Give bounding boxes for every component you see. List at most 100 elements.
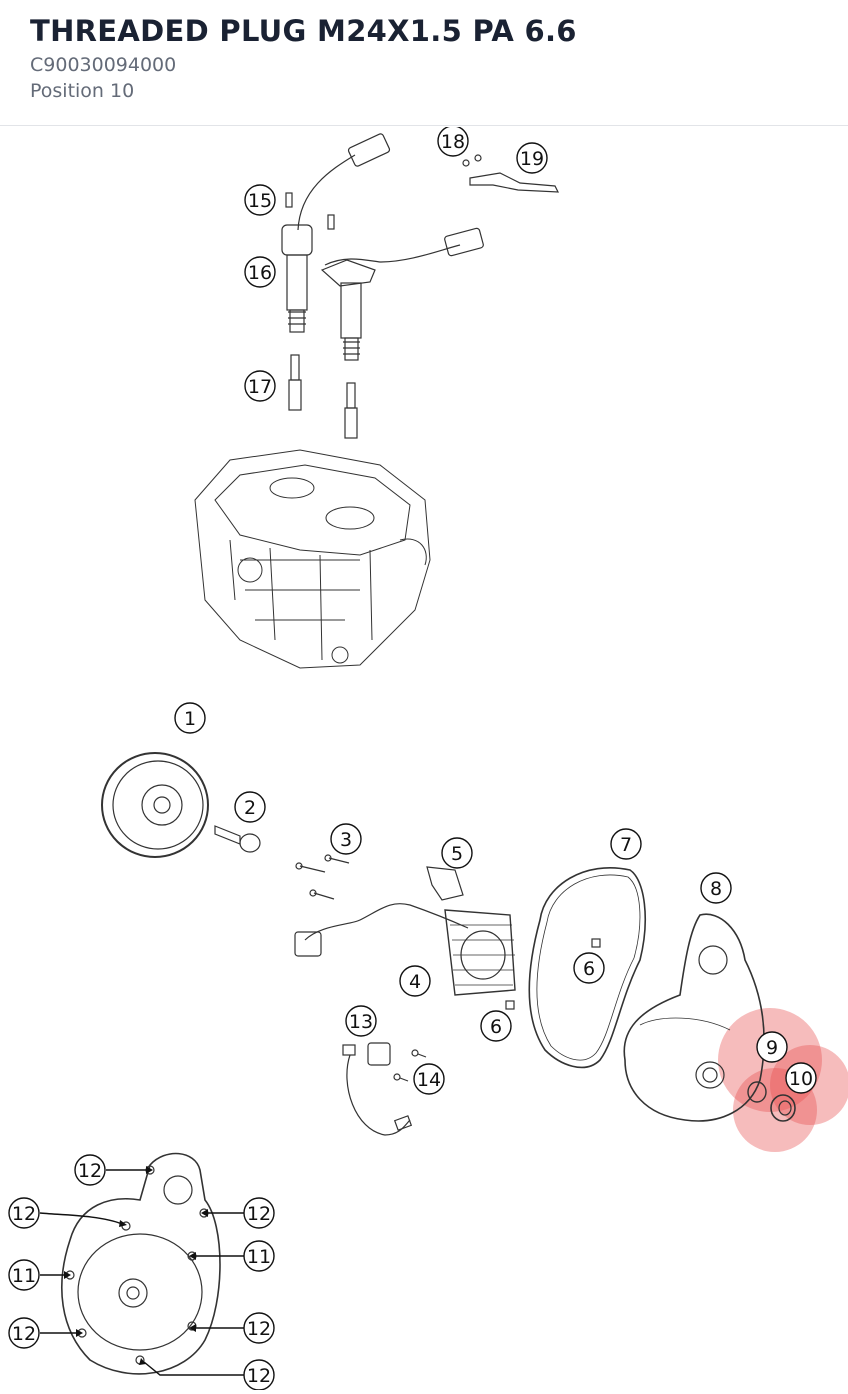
callout-label: 14: [417, 1069, 441, 1091]
callout-c1[interactable]: 1: [174, 702, 206, 734]
part-header: THREADED PLUG M24X1.5 PA 6.6 C9003009400…: [0, 0, 848, 126]
cover-fastener-view: [61, 1152, 221, 1375]
stator-bracket: [426, 866, 464, 901]
flywheel-bolt: [214, 825, 261, 853]
callout-label: 16: [248, 262, 272, 284]
callout-label: 3: [340, 829, 352, 851]
callout-c17[interactable]: 17: [244, 370, 276, 402]
callout-circle: [610, 828, 642, 860]
callout-label: 12: [247, 1203, 271, 1225]
part-title: THREADED PLUG M24X1.5 PA 6.6: [30, 14, 577, 48]
callout-c3[interactable]: 3: [330, 823, 362, 855]
callout-c14[interactable]: 14: [413, 1063, 445, 1095]
callout-label: 12: [78, 1160, 102, 1182]
callout-label: 1: [184, 708, 196, 730]
engine-block: [194, 449, 431, 669]
ignition-coil-group: [281, 133, 559, 439]
callout-circle: [243, 1240, 275, 1272]
o-ring: [747, 1081, 767, 1103]
stator: [294, 903, 516, 996]
callout-label: 7: [620, 834, 632, 856]
diagram-canvas: 1516171819123578646131491012121211111212…: [8, 125, 848, 1391]
callout-label: 10: [789, 1068, 813, 1090]
callout-c2[interactable]: 2: [234, 791, 266, 823]
callout-label: 12: [12, 1323, 36, 1345]
callout-c16[interactable]: 16: [244, 256, 276, 288]
part-number: C90030094000: [30, 54, 177, 76]
callout-c8[interactable]: 8: [700, 872, 732, 904]
leader-arrows: [64, 1166, 208, 1365]
callout-label: 13: [349, 1011, 373, 1033]
callout-label: 15: [248, 190, 272, 212]
callout-label: 8: [710, 878, 722, 900]
callout-c13[interactable]: 13: [345, 1005, 377, 1037]
callout-circle: [74, 1154, 106, 1186]
callout-circle: [330, 823, 362, 855]
callout-circle: [174, 702, 206, 734]
callout-c12c[interactable]: 12: [243, 1197, 275, 1229]
callout-circle: [234, 791, 266, 823]
callout-c6b[interactable]: 6: [480, 1010, 512, 1042]
leader-lines: [39, 1169, 244, 1376]
callout-circle: [756, 1031, 788, 1063]
callout-c18[interactable]: 18: [437, 125, 469, 157]
callout-circle: [573, 952, 605, 984]
part-position: Position 10: [30, 80, 135, 102]
callout-circle: [413, 1063, 445, 1095]
callout-circle: [700, 872, 732, 904]
crank-sensor: [342, 1042, 427, 1136]
callout-label: 12: [247, 1365, 271, 1387]
threaded-plug: [770, 1094, 796, 1122]
callout-c19[interactable]: 19: [516, 142, 548, 174]
stator-bolts: [295, 854, 350, 900]
callout-circle: [480, 1010, 512, 1042]
callout-c12f[interactable]: 12: [243, 1359, 275, 1391]
callout-circle: [243, 1312, 275, 1344]
dowel-pins: [505, 938, 601, 1010]
callout-label: 19: [520, 148, 544, 170]
callout-c12e[interactable]: 12: [243, 1312, 275, 1344]
callout-circle: [399, 965, 431, 997]
callout-circle: [243, 1197, 275, 1229]
callout-circle: [8, 1259, 40, 1291]
callout-label: 11: [12, 1265, 36, 1287]
callout-c7[interactable]: 7: [610, 828, 642, 860]
callout-label: 5: [451, 843, 463, 865]
callout-c12b[interactable]: 12: [8, 1197, 40, 1229]
callout-c5[interactable]: 5: [441, 837, 473, 869]
callout-label: 4: [409, 971, 421, 993]
callout-circle: [8, 1317, 40, 1349]
callout-circle: [244, 256, 276, 288]
callout-label: 9: [766, 1037, 778, 1059]
flywheel: [101, 752, 209, 858]
callout-c6a[interactable]: 6: [573, 952, 605, 984]
callout-label: 6: [490, 1016, 502, 1038]
callout-label: 12: [12, 1203, 36, 1225]
callout-label: 2: [244, 797, 256, 819]
callout-label: 17: [248, 376, 272, 398]
callout-circle: [785, 1062, 817, 1094]
callout-circle: [516, 142, 548, 174]
callout-circle: [244, 184, 276, 216]
callout-c15[interactable]: 15: [244, 184, 276, 216]
callout-c11a[interactable]: 11: [8, 1259, 40, 1291]
callout-label: 11: [247, 1246, 271, 1268]
cover-gasket: [528, 867, 646, 1069]
callout-c10[interactable]: 10: [785, 1062, 817, 1094]
callout-circle: [244, 370, 276, 402]
callout-circle: [345, 1005, 377, 1037]
callout-c11b[interactable]: 11: [243, 1240, 275, 1272]
callout-circle: [441, 837, 473, 869]
selected-part-highlight: [718, 1008, 848, 1152]
ignition-cover: [623, 913, 765, 1122]
callout-label: 18: [441, 131, 465, 153]
callout-label: 6: [583, 958, 595, 980]
callout-label: 12: [247, 1318, 271, 1340]
callout-c4[interactable]: 4: [399, 965, 431, 997]
callout-c12a[interactable]: 12: [74, 1154, 106, 1186]
callout-circle: [8, 1197, 40, 1229]
callout-c9[interactable]: 9: [756, 1031, 788, 1063]
callout-c12d[interactable]: 12: [8, 1317, 40, 1349]
